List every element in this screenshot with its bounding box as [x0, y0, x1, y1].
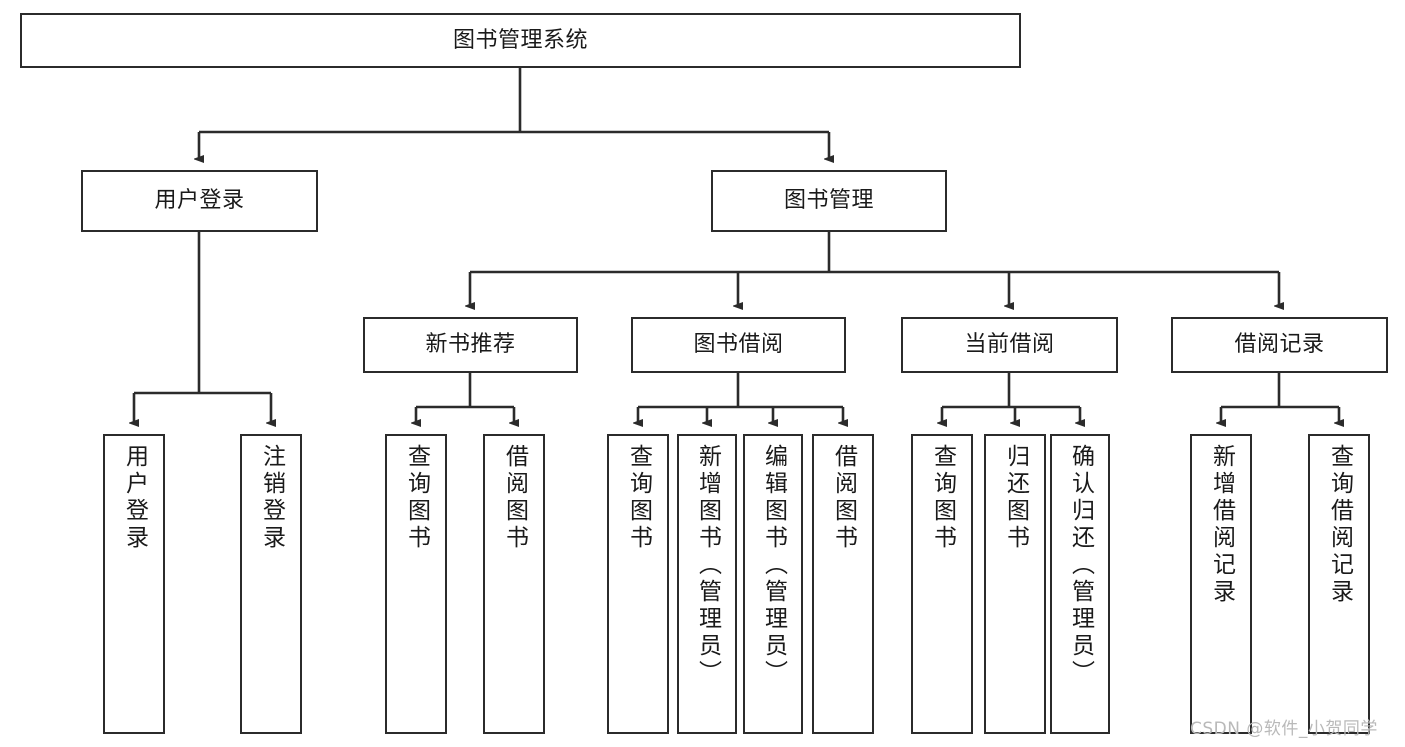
node-label-leaf-return-book: 归还图书	[1002, 444, 1029, 552]
node-label-book-manage: 图书管理	[783, 188, 874, 214]
node-user-login: 用户登录	[81, 170, 318, 232]
node-label-current-borrow: 当前借阅	[964, 332, 1055, 358]
node-book-manage: 图书管理	[711, 170, 947, 232]
node-leaf-confirm-return: 确认归还（管理员）	[1050, 434, 1110, 734]
node-root: 图书管理系统	[20, 13, 1021, 68]
node-label-leaf-edit-book: 编辑图书（管理员）	[760, 444, 787, 687]
node-leaf-add-book: 新增图书（管理员）	[677, 434, 737, 734]
node-label-leaf-add-record: 新增借阅记录	[1208, 444, 1235, 606]
node-leaf-borrow-book-1: 借阅图书	[483, 434, 545, 734]
node-leaf-add-record: 新增借阅记录	[1190, 434, 1252, 734]
node-label-leaf-add-book: 新增图书（管理员）	[694, 444, 721, 687]
node-label-root: 图书管理系统	[452, 27, 588, 53]
node-label-leaf-borrow-book-2: 借阅图书	[830, 444, 857, 552]
node-label-leaf-borrow-book-1: 借阅图书	[501, 444, 528, 552]
node-label-leaf-query-book-2: 查询图书	[625, 444, 652, 552]
node-label-leaf-confirm-return: 确认归还（管理员）	[1067, 444, 1094, 687]
node-label-leaf-user-logout: 注销登录	[258, 444, 285, 552]
node-leaf-query-book-1: 查询图书	[385, 434, 447, 734]
node-label-book-borrow: 图书借阅	[693, 332, 784, 358]
node-new-book-rec: 新书推荐	[363, 317, 578, 373]
node-label-leaf-query-book-3: 查询图书	[929, 444, 956, 552]
node-leaf-query-record: 查询借阅记录	[1308, 434, 1370, 734]
node-label-borrow-record: 借阅记录	[1234, 332, 1325, 358]
node-leaf-return-book: 归还图书	[984, 434, 1046, 734]
node-label-user-login: 用户登录	[154, 188, 245, 214]
node-leaf-user-login: 用户登录	[103, 434, 165, 734]
node-current-borrow: 当前借阅	[901, 317, 1118, 373]
node-label-new-book-rec: 新书推荐	[425, 332, 516, 358]
node-book-borrow: 图书借阅	[631, 317, 846, 373]
node-leaf-query-book-2: 查询图书	[607, 434, 669, 734]
node-leaf-user-logout: 注销登录	[240, 434, 302, 734]
node-borrow-record: 借阅记录	[1171, 317, 1388, 373]
node-label-leaf-query-book-1: 查询图书	[403, 444, 430, 552]
node-label-leaf-query-record: 查询借阅记录	[1326, 444, 1353, 606]
node-leaf-edit-book: 编辑图书（管理员）	[743, 434, 803, 734]
node-leaf-borrow-book-2: 借阅图书	[812, 434, 874, 734]
node-label-leaf-user-login: 用户登录	[121, 444, 148, 552]
node-leaf-query-book-3: 查询图书	[911, 434, 973, 734]
